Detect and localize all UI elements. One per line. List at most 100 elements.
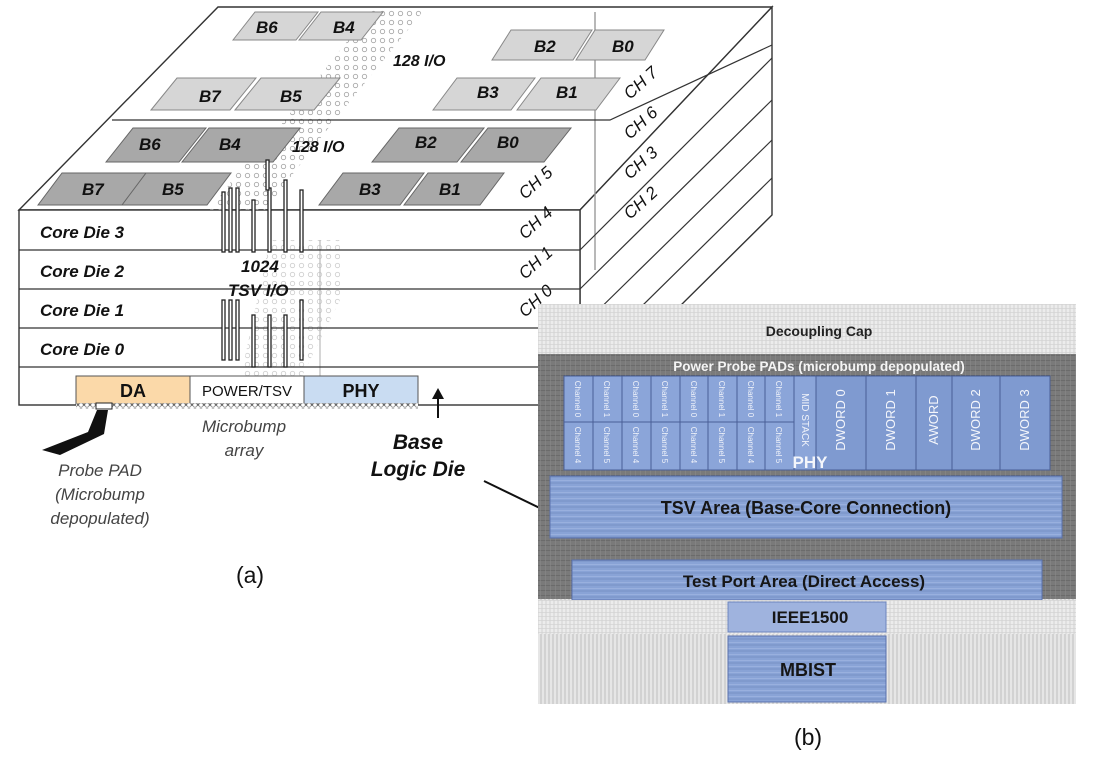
channel-labels-top: Channel 0 Channel 1 Channel 0 Channel 1 … [573, 381, 783, 418]
probe-pad-line3: depopulated) [50, 509, 149, 528]
bank-label: B4 [219, 135, 241, 154]
channel-labels-bottom: Channel 4 Channel 5 Channel 4 Channel 5 … [573, 427, 783, 464]
bank-layer-front-row1: B6 B4 B2 B0 [104, 127, 573, 163]
tsv-dots-side [240, 240, 340, 380]
dword-label: DWORD 1 [883, 389, 898, 450]
dword-label: AWORD [926, 395, 941, 444]
ieee-block [727, 601, 887, 633]
bank-b1-back [516, 77, 621, 111]
bank-layer-back-row2: B7 B5 B3 B1 [149, 77, 621, 111]
mbist-label: MBIST [780, 660, 836, 680]
bank-label: B1 [556, 83, 578, 102]
tsv-io-label: TSV I/O [228, 281, 288, 300]
base-logic-line2: Logic Die [371, 458, 466, 481]
side-line [579, 139, 773, 329]
dword-label: DWORD 0 [833, 389, 848, 450]
bank-b3-front [318, 172, 425, 206]
bank-label: B3 [477, 83, 499, 102]
side-line [579, 99, 773, 290]
bank-label: B6 [256, 18, 278, 37]
decoupling-label: Decoupling Cap [766, 323, 873, 339]
bank-label: B6 [139, 135, 161, 154]
channel-label: Channel 4 [689, 427, 698, 464]
test-port-label: Test Port Area (Direct Access) [683, 572, 925, 591]
bank-b6-front [104, 127, 208, 163]
core-die-label: Core Die 0 [40, 340, 125, 359]
channel-label: Channel 5 [774, 427, 783, 464]
side-line [579, 57, 773, 251]
bank-b7-back [149, 77, 258, 111]
layer-edge [112, 44, 773, 121]
dword-label: DWORD 2 [968, 389, 983, 450]
channel-label: Channel 1 [602, 381, 611, 418]
decoupling-band [538, 304, 1076, 356]
bank-label: B4 [333, 18, 355, 37]
bank-label: B2 [534, 37, 556, 56]
da-block [75, 375, 191, 405]
tsv-count-label: 1024 [241, 257, 279, 276]
channel-grid [563, 375, 795, 471]
bank-label: B1 [439, 180, 461, 199]
test-port-area [571, 559, 1043, 601]
bank-b5-back [233, 77, 342, 111]
figure-a: B6 B4 B2 B0 B7 B5 B3 B1 128 I/O B6 B4 B2 [17, 5, 774, 588]
power-probe-label: Power Probe PADs (microbump depopulated) [673, 359, 965, 374]
bank-b2-front [370, 127, 486, 163]
channel-label: Channel 1 [717, 381, 726, 418]
bank-label: B0 [497, 133, 519, 152]
phy-title: PHY [793, 453, 829, 472]
bank-label: B5 [162, 180, 184, 199]
bank-b4-back [297, 11, 385, 41]
channel-label: Channel 1 [774, 381, 783, 418]
bank-b3-back [432, 77, 536, 111]
caption-a: (a) [236, 562, 264, 588]
microbump-row [76, 403, 418, 409]
logic-die-arrow [483, 480, 549, 513]
channel-label: Channel 4 [746, 427, 755, 464]
bank-layer-front-row2: B7 B5 B3 B1 [37, 172, 505, 206]
tsv-area-label: TSV Area (Base-Core Connection) [661, 498, 951, 518]
bank-b6-back [231, 11, 320, 41]
bank-label: B7 [82, 180, 105, 199]
figure-b: Decoupling Cap Power Probe PADs (microbu… [538, 304, 1076, 750]
channel-label: Channel 0 [631, 381, 640, 418]
channel-label: Channel 0 [573, 381, 582, 418]
bank-b5-front [121, 172, 232, 206]
channel-label: Channel 5 [717, 427, 726, 464]
mid-stack-label: MID STACK [799, 393, 810, 447]
base-arrow-head [432, 388, 444, 399]
bank-label: B0 [612, 37, 634, 56]
microbump-line1: Microbump [202, 417, 286, 436]
channel-label: Channel 1 [660, 381, 669, 418]
dword-cells [815, 375, 1051, 471]
power-tsv-label: POWER/TSV [202, 383, 292, 400]
tsv-area [549, 475, 1063, 539]
probe-pad-marker [95, 402, 113, 410]
probe-pad-pointer [42, 410, 108, 455]
base-logic-line1: Base [393, 431, 444, 454]
tsv-pillars [221, 159, 304, 368]
da-label: DA [120, 381, 146, 401]
caption-b: (b) [794, 724, 822, 750]
bank-b0-front [459, 127, 573, 163]
bank-b1-front [403, 172, 505, 206]
core-die-label: Core Die 1 [40, 301, 124, 320]
bank-b4-front [180, 127, 302, 163]
channel-label: Channel 4 [573, 427, 582, 464]
core-die-label: Core Die 3 [40, 223, 125, 242]
tsv-dots-lower [210, 126, 330, 210]
bank-layer-back-row1: B6 B4 B2 B0 [231, 11, 665, 61]
core-die-label: Core Die 2 [40, 262, 125, 281]
phy-label: PHY [342, 381, 379, 401]
bank-b2-back [491, 29, 593, 61]
channel-label: Channel 5 [660, 427, 669, 464]
channel-label: Channel 0 [689, 381, 698, 418]
bank-label: B2 [415, 133, 437, 152]
dword-label: DWORD 3 [1017, 389, 1032, 450]
bank-label: B3 [359, 180, 381, 199]
bank-b0-back [575, 29, 665, 61]
microbump-line2: array [225, 441, 265, 460]
bank-label: B5 [280, 87, 302, 106]
io-label-mid: 128 I/O [292, 139, 345, 156]
